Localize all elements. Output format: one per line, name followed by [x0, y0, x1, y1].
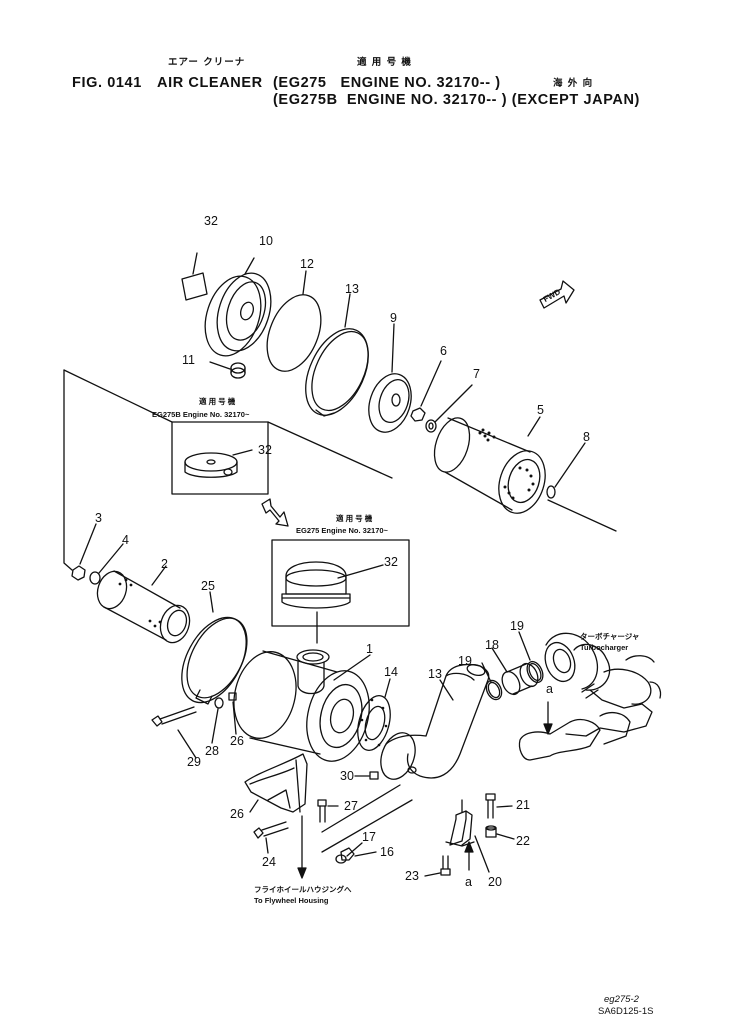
part-label-16: 16 [380, 845, 394, 859]
part-label-21: 21 [516, 798, 530, 812]
part-23-bolt [425, 856, 450, 876]
part-13-clamp [293, 294, 381, 425]
part-11-cap [210, 362, 245, 378]
turbo-label: Turbocharger [580, 643, 629, 652]
part-label-23: 23 [405, 869, 419, 883]
part-15-gasket [352, 679, 395, 754]
part-29-washer [212, 698, 223, 743]
part-4-washer [90, 544, 123, 584]
part-label-1: 1 [366, 642, 373, 656]
part-12-oring [257, 271, 331, 379]
part-19-clamp-a [482, 663, 505, 702]
part-label-2: 2 [161, 557, 168, 571]
flywheel-jp: フライホイールハウジングへ [254, 885, 352, 894]
part-label-33: 32 [204, 214, 218, 228]
part-label-12: 12 [300, 257, 314, 271]
part-label-5: 5 [537, 403, 544, 417]
part-label-29: 28 [205, 744, 219, 758]
inset-eg275b [172, 422, 268, 494]
inset-eg275-label: EG275 Engine No. 32170~ [296, 526, 388, 535]
page-title: AIR CLEANER [157, 75, 263, 91]
part-label-9: 9 [390, 311, 397, 325]
part-label-7: 7 [473, 367, 480, 381]
part-24-stay [245, 754, 307, 812]
model-line-2: (EG275B ENGINE NO. 32170-- ) (EXCEPT JAP… [273, 92, 640, 108]
part-21-bolt [486, 794, 512, 818]
part-6-nut [411, 361, 441, 421]
part-25-bolt [254, 822, 288, 853]
leader-lines [64, 370, 616, 643]
part-label-14: 13 [428, 667, 442, 681]
part-label-32a: 32 [258, 443, 272, 457]
inset-eg275b-label: EG275B Engine No. 32170~ [152, 410, 250, 419]
overseas-jp: 海 外 向 [553, 78, 594, 89]
part-label-11: 11 [182, 353, 195, 367]
flywheel-arrow [298, 816, 306, 878]
double-arrow [262, 499, 288, 526]
part-7-washer [426, 385, 472, 432]
part-14-elbow [375, 663, 489, 784]
part-label-17: 17 [362, 830, 376, 844]
part-label-13: 13 [345, 282, 359, 296]
part-label-24: 26 [230, 807, 244, 821]
ref-a-lower [465, 842, 473, 870]
part-label-6: 6 [440, 344, 447, 358]
part-5-element [428, 413, 553, 519]
model-line-1: (EG275 ENGINE NO. 32170-- ) [273, 75, 501, 91]
turbo-jp: ターボチャージャ [580, 632, 640, 641]
part-19-clamp-b [519, 632, 546, 685]
part-label-27: 25 [201, 579, 215, 593]
part-31-plug [355, 772, 378, 779]
part-label-31: 30 [340, 769, 354, 783]
handwritten-note: eg275-2 [604, 994, 639, 1005]
part-label-19a: 19 [458, 654, 472, 668]
part-18-hose [492, 648, 541, 697]
part-label-28: 26 [230, 734, 244, 748]
drawing-code: SA6D125-1S [598, 1006, 654, 1017]
flywheel-label: To Flywheel Housing [254, 896, 329, 905]
part-label-22: 22 [516, 834, 530, 848]
turbocharger [519, 633, 660, 760]
title-jp: エアー クリーナ [168, 57, 246, 68]
ref-a-upper-label: a [546, 682, 553, 696]
part-label-8: 8 [583, 430, 590, 444]
leader-17 [322, 785, 400, 832]
part-30-bolt [152, 707, 196, 758]
fig-number: FIG. 0141 [72, 75, 142, 91]
part-10-cover [196, 258, 281, 363]
inset-eg275b-jp: 適 用 号 機 [199, 397, 236, 406]
part-label-18: 18 [485, 638, 499, 652]
inset-eg275 [272, 540, 409, 626]
part-9-element-cap [362, 324, 419, 438]
part-label-19b: 19 [510, 619, 524, 633]
part-label-20: 20 [488, 875, 502, 889]
part-22-nut [486, 826, 514, 839]
part-label-4: 4 [122, 533, 129, 547]
inset-eg275-jp: 適 用 号 機 [336, 514, 373, 523]
part-label-30: 29 [187, 755, 201, 769]
part-20-bracket [446, 800, 489, 872]
part-27-band [169, 592, 260, 713]
part-3-nut [72, 524, 96, 580]
part-1-cleaner-body [225, 645, 378, 768]
part-label-26: 27 [344, 799, 358, 813]
part-2-safety-element [93, 566, 194, 646]
part-label-10: 10 [259, 234, 273, 248]
part-label-3: 3 [95, 511, 102, 525]
leader-16 [322, 800, 412, 852]
applicable-jp: 適 用 号 機 [357, 57, 412, 68]
part-8-seal [547, 443, 585, 498]
part-17-washer [336, 843, 362, 863]
part-16-nut [341, 848, 376, 860]
part-label-15: 14 [384, 665, 398, 679]
part-33-tag [182, 253, 207, 300]
part-label-32b: 32 [384, 555, 398, 569]
part-26-bolt [318, 800, 338, 822]
ref-a-upper [544, 702, 552, 734]
part-label-25: 24 [262, 855, 276, 869]
fwd-arrow [540, 281, 574, 308]
ref-a-lower-label: a [465, 875, 472, 889]
